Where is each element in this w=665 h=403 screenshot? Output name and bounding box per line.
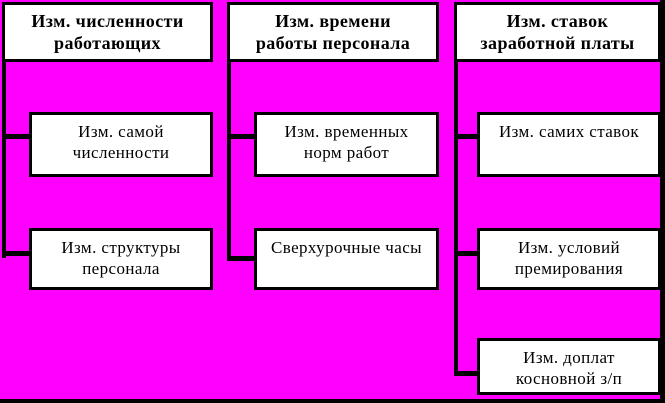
header-box-wage-rates: Изм. ставок заработной платы xyxy=(454,2,661,62)
item-line: Сверхурочные часы xyxy=(271,238,422,257)
item-line: Изм. самой xyxy=(78,122,164,141)
connector-stub xyxy=(2,251,29,256)
connector-stub xyxy=(227,134,254,139)
connector-stub xyxy=(2,134,29,139)
header-box-workforce-count: Изм. численности работающих xyxy=(2,2,213,62)
item-line: премирования xyxy=(514,259,624,278)
connector-vline-col3 xyxy=(454,62,458,376)
item-line: Изм. структуры xyxy=(61,238,181,257)
connector-stub xyxy=(227,256,254,261)
item-line: Изм. условий xyxy=(517,238,621,257)
item-line: численности xyxy=(72,143,170,162)
connector-vline-col1 xyxy=(2,62,6,258)
bottom-border-line xyxy=(0,399,665,403)
item-line: Изм. временных xyxy=(284,122,409,141)
item-line: Изм. самих ставок xyxy=(498,122,640,141)
item-line: Изм. доплат xyxy=(523,348,615,367)
item-box-staff-structure: Изм. структуры персонала xyxy=(29,228,213,290)
header-line: Изм. времени xyxy=(275,11,391,31)
header-line: Изм. численности xyxy=(31,11,184,31)
item-box-rates-themselves: Изм. самих ставок xyxy=(477,112,661,177)
connector-stub xyxy=(454,134,477,139)
header-line: работы персонала xyxy=(255,33,411,53)
item-line: косновной з/п xyxy=(515,369,623,388)
item-box-count-itself: Изм. самой численности xyxy=(29,112,213,177)
header-box-work-time: Изм. времени работы персонала xyxy=(227,2,439,62)
connector-stub xyxy=(454,251,477,256)
item-box-bonus-conditions: Изм. условий премирования xyxy=(477,228,661,290)
item-line: персонала xyxy=(82,259,160,278)
connector-stub xyxy=(454,371,477,376)
header-line: заработной платы xyxy=(480,33,635,53)
item-box-overtime-hours: Сверхурочные часы xyxy=(254,228,439,290)
item-line: норм работ xyxy=(303,143,390,162)
connector-vline-col2 xyxy=(227,62,231,261)
item-box-time-norms: Изм. временных норм работ xyxy=(254,112,439,177)
header-line: Изм. ставок xyxy=(506,11,609,31)
right-border-line xyxy=(660,0,665,403)
header-line: работающих xyxy=(54,33,161,53)
item-box-salary-supplements: Изм. доплат косновной з/п xyxy=(477,338,661,395)
